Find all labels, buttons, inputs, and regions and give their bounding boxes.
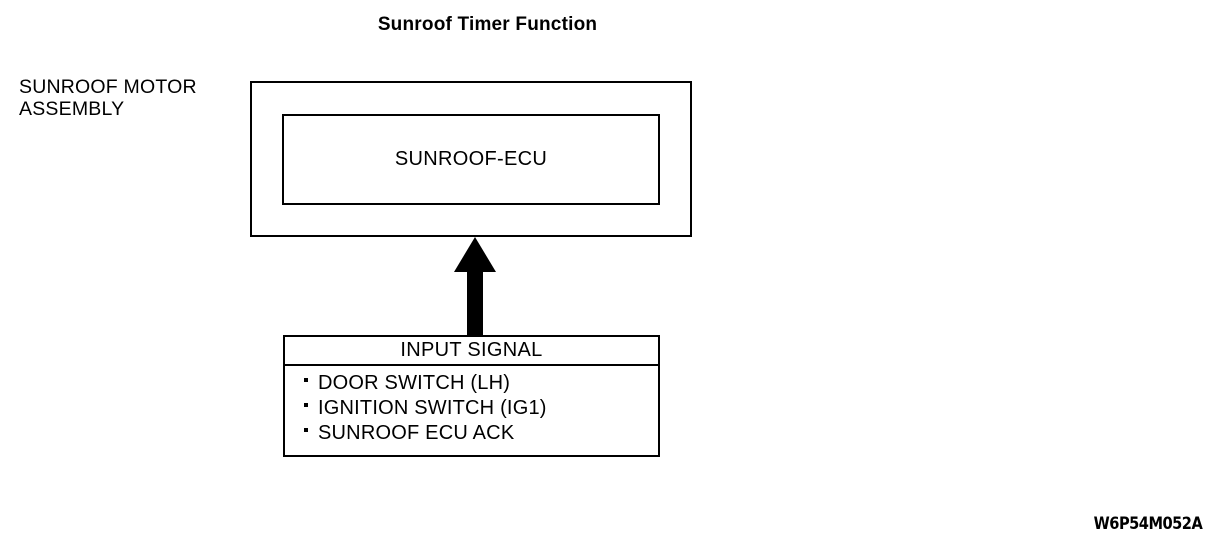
sunroof-motor-assembly-label: SUNROOF MOTOR ASSEMBLY <box>19 76 197 120</box>
assembly-label-line-2: ASSEMBLY <box>19 98 125 120</box>
bullet-icon <box>304 403 308 407</box>
list-item: IGNITION SWITCH (IG1) <box>285 396 658 421</box>
input-signal-header: INPUT SIGNAL <box>285 337 658 366</box>
list-item-label: SUNROOF ECU ACK <box>318 422 515 444</box>
sunroof-ecu-label: SUNROOF-ECU <box>394 148 548 170</box>
sunroof-ecu-box: SUNROOF-ECU <box>282 114 660 205</box>
list-item: DOOR SWITCH (LH) <box>285 371 658 396</box>
reference-code: W6P54M052A <box>1093 514 1202 534</box>
list-item-label: DOOR SWITCH (LH) <box>318 372 511 394</box>
up-arrow-icon <box>453 236 497 336</box>
bullet-icon <box>304 428 308 432</box>
input-signal-list: DOOR SWITCH (LH) IGNITION SWITCH (IG1) S… <box>285 366 658 446</box>
list-item: SUNROOF ECU ACK <box>285 421 658 446</box>
assembly-label-line-1: SUNROOF MOTOR <box>19 76 197 98</box>
list-item-label: IGNITION SWITCH (IG1) <box>318 397 547 419</box>
input-signal-box: INPUT SIGNAL DOOR SWITCH (LH) IGNITION S… <box>283 335 660 457</box>
page-title: Sunroof Timer Function <box>377 14 598 35</box>
input-signal-header-label: INPUT SIGNAL <box>400 339 543 361</box>
bullet-icon <box>304 378 308 382</box>
